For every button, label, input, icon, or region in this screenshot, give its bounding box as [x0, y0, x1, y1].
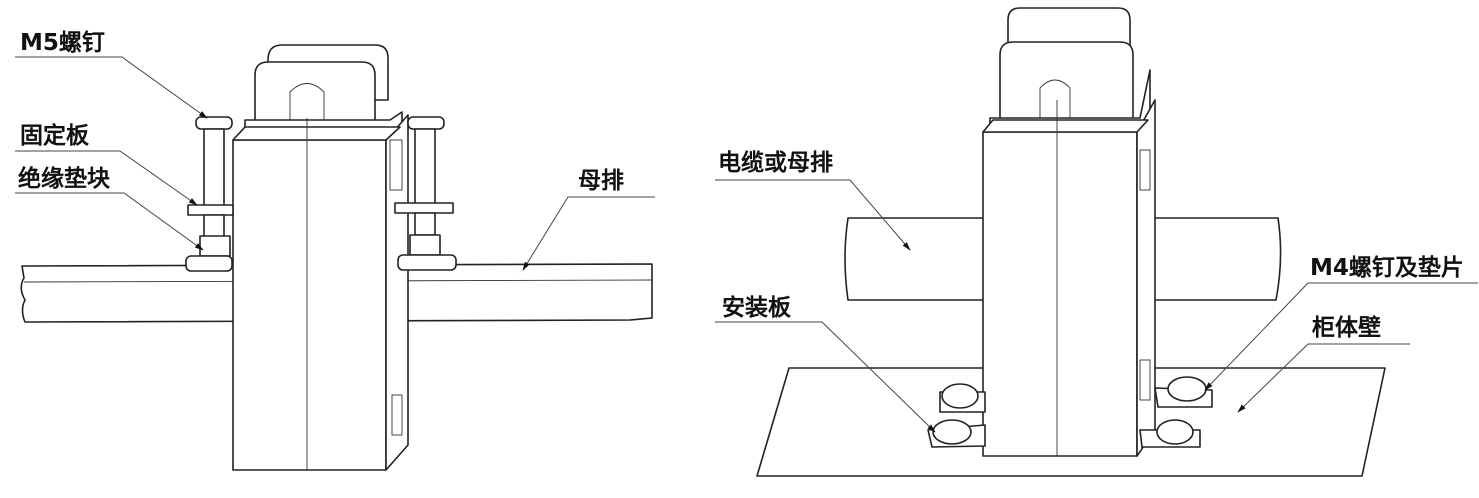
ct-front-cap: [999, 41, 1134, 126]
label-m5-screw: M5螺钉: [20, 29, 105, 56]
label-insulating-block: 绝缘垫块: [18, 165, 110, 192]
label-mounting-plate: 安装板: [722, 294, 792, 321]
label-m4-screw-washer: M4螺钉及垫片: [1310, 254, 1464, 281]
leader-cabinet-wall: [1237, 343, 1410, 413]
leader-fixing-plate: [15, 150, 198, 206]
leader-insulating-block: [15, 192, 204, 251]
mounting-foot-left-rear: [939, 383, 986, 413]
mounting-foot-right-front: [1139, 419, 1201, 448]
right-screw-assembly: [394, 116, 457, 271]
left-screw-assembly: [185, 116, 234, 272]
leader-m4-screw-washer: [1204, 282, 1478, 391]
left-figure-busbar-mount: M5螺钉 固定板 绝缘垫块 母排: [15, 29, 655, 471]
ct-front-cap: [254, 61, 376, 126]
leader-cable-or-busbar: [715, 179, 911, 251]
mounting-foot-left-front: [927, 419, 986, 448]
label-cabinet-wall: 柜体壁: [1312, 314, 1381, 341]
leader-mounting-plate: [715, 321, 936, 433]
label-fixing-plate: 固定板: [20, 122, 90, 149]
label-busbar: 母排: [578, 168, 624, 194]
right-figure-panel-mount: 电缆或母排 安装板 M4螺钉及垫片 柜体壁: [715, 7, 1478, 477]
leader-m5-screw: [15, 56, 208, 119]
mounting-foot-right-rear: [1154, 376, 1213, 408]
leader-busbar: [522, 196, 655, 271]
label-cable-or-busbar: 电缆或母排: [718, 149, 833, 176]
current-transformer-body: [232, 114, 409, 471]
current-transformer-body: [982, 99, 1156, 457]
